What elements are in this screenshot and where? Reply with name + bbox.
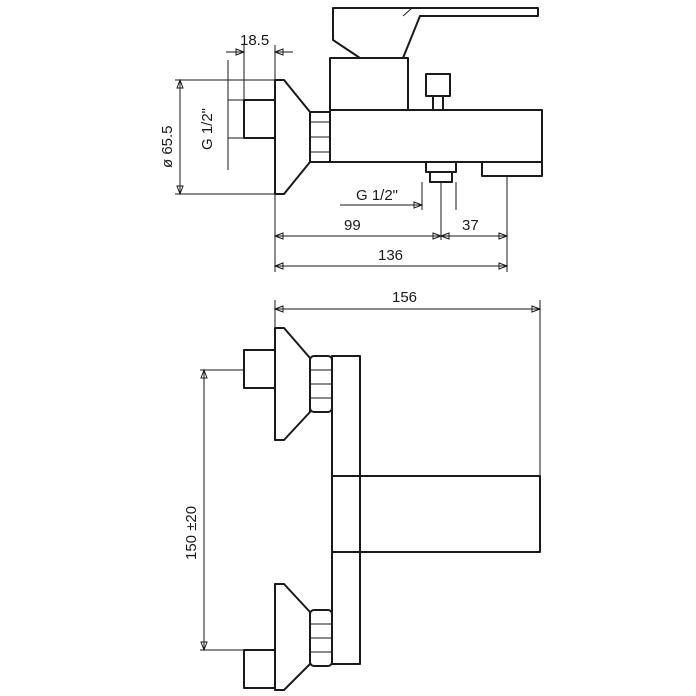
front-body (331, 355, 361, 665)
dim-inlet-thread: G 1/2" (199, 108, 216, 150)
front-spout (331, 475, 541, 553)
upper-inlet (243, 349, 276, 389)
dim-total-depth: 136 (378, 247, 403, 264)
dim-spout-distance: 37 (462, 217, 479, 234)
diverter-stem (432, 95, 444, 111)
shower-outlet (425, 161, 457, 173)
front-view-dimensions: 156 150 ±20 (183, 289, 542, 652)
side-view-dimensions: 18.5 ø 65.5 G 1/2" G 1/2" 99 37 136 (159, 32, 509, 272)
dim-outlet-distance: 99 (344, 217, 361, 234)
cartridge-housing (329, 57, 409, 111)
dim-outlet-thread: G 1/2" (356, 187, 398, 204)
dim-total-width: 156 (392, 289, 417, 306)
dim-flange-diameter: ø 65.5 (159, 125, 176, 168)
dim-inlet-depth: 18.5 (240, 32, 269, 49)
side-view (228, 7, 543, 195)
wall-flange (274, 79, 311, 195)
dim-centers: 150 ±20 (183, 506, 200, 560)
lever-handle (332, 7, 539, 59)
front-view (200, 327, 541, 691)
diverter-knob (425, 73, 451, 97)
lower-flange (274, 583, 311, 691)
lower-inlet (243, 649, 276, 689)
spout-outlet (481, 161, 543, 177)
inlet-pipe (243, 99, 276, 139)
upper-flange (274, 327, 311, 441)
mixer-body (329, 109, 543, 163)
